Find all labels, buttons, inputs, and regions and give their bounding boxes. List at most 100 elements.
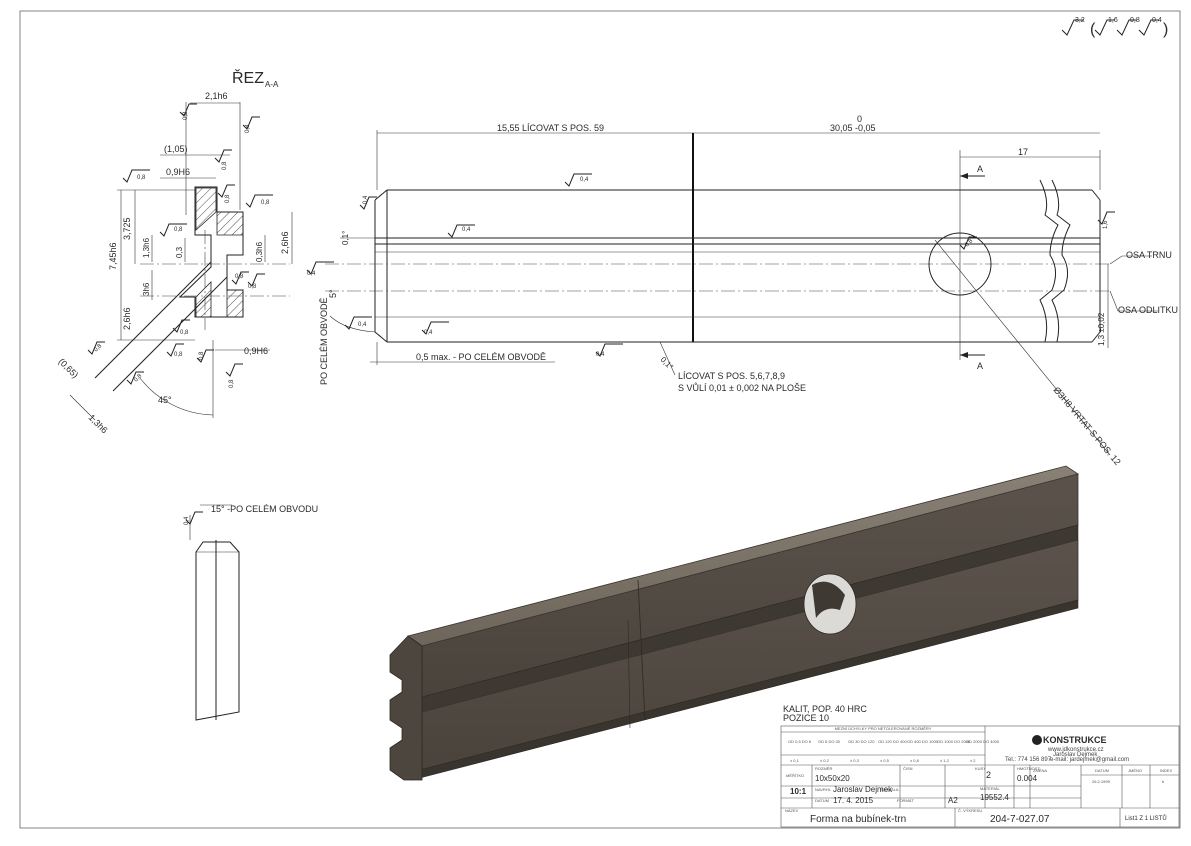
format-value: A2: [948, 796, 958, 805]
svg-text:0,8: 0,8: [180, 330, 189, 336]
svg-text:MATERIÁL: MATERIÁL: [980, 786, 1000, 791]
svg-text:HMOTNOST: HMOTNOST: [1017, 766, 1040, 771]
svg-text:FORMÁT: FORMÁT: [897, 798, 914, 803]
svg-text:± 0,8: ± 0,8: [910, 758, 920, 763]
svg-text:1,6: 1,6: [1103, 220, 1109, 229]
svg-text:0,8: 0,8: [222, 161, 228, 170]
svg-text:ROZMĚR: ROZMĚR: [815, 766, 832, 771]
svg-text:OD 2000 DO 4000: OD 2000 DO 4000: [966, 739, 1000, 744]
svg-text:2,6h6: 2,6h6: [280, 231, 290, 254]
svg-text:± 0,3: ± 0,3: [850, 758, 860, 763]
svg-text:0,4: 0,4: [363, 195, 369, 204]
scale-value: 10:1: [790, 787, 807, 796]
svg-text:b: b: [1162, 779, 1165, 784]
svg-text:e-mail: jardejmek@gmail.com: e-mail: jardejmek@gmail.com: [1050, 757, 1129, 763]
dim-right-label: 30,05 -0,05: [830, 123, 876, 133]
svg-text:± 0,1: ± 0,1: [790, 758, 800, 763]
svg-text:0,4: 0,4: [184, 516, 190, 525]
svg-text:OD 0,5 DO 6: OD 0,5 DO 6: [788, 739, 812, 744]
svg-text:0,8: 0,8: [174, 227, 183, 233]
svg-text:ČISN: ČISN: [903, 766, 913, 771]
sheet-count: List1 Z 1 LISTŮ: [1125, 815, 1167, 822]
svg-text:NÁZEV: NÁZEV: [785, 808, 799, 813]
section-title: ŘEZ: [232, 68, 264, 87]
svg-text:0,8: 0,8: [248, 284, 257, 290]
detail-label: 15° -PO CELÉM OBVODU: [211, 504, 318, 514]
hole-callout: Ø3H8 VRTAT S POS. 12: [1051, 385, 1122, 467]
svg-text:0,8: 0,8: [174, 352, 183, 358]
svg-text:± 0,2: ± 0,2: [820, 758, 830, 763]
svg-text:0,8: 0,8: [133, 373, 144, 384]
svg-text:KUSY: KUSY: [975, 766, 986, 771]
chamfer-label: 0,5 max. - PO CELÉM OBVODĚ: [416, 352, 546, 362]
osa-odlitku-label: OSA ODLITKU: [1118, 305, 1178, 315]
svg-text:0,9H6: 0,9H6: [244, 346, 268, 356]
svg-text:26.2.1995: 26.2.1995: [1092, 779, 1111, 784]
svg-text:Jaroslav Dejmek: Jaroslav Dejmek: [1053, 752, 1098, 758]
svg-text:OD 120 DO 400: OD 120 DO 400: [878, 739, 907, 744]
weight-value: 0.004: [1017, 774, 1038, 783]
svg-text:OD 400 DO 1000: OD 400 DO 1000: [907, 739, 939, 744]
note-hardening: KALIT, POP. 40 HRC: [783, 704, 867, 714]
title-block: MEZNÍ ÚCHYLKY PRO NETOLEROVANÉ ROZMĚRY O…: [780, 725, 1180, 828]
svg-text:DATUM: DATUM: [1095, 768, 1109, 773]
svg-text:INDEX: INDEX: [1160, 768, 1173, 773]
pieces-value: 2: [986, 770, 991, 780]
svg-text:JMÉNO: JMÉNO: [1128, 768, 1142, 773]
date-value: 17. 4. 2015: [833, 796, 874, 805]
svg-text:2,6h6: 2,6h6: [122, 307, 132, 330]
svg-text:1,3 ±0,02: 1,3 ±0,02: [1097, 312, 1106, 346]
svg-text:0,8: 0,8: [199, 351, 205, 360]
svg-text:0,4: 0,4: [1152, 17, 1162, 24]
svg-text:0,4: 0,4: [462, 227, 471, 233]
section-a-a: ŘEZ A-A 2,1h6 (1,05) 0,9H6 7,45h6 3,725 …: [57, 68, 293, 435]
svg-text:± 1,2: ± 1,2: [940, 758, 950, 763]
svg-text:(: (: [1090, 21, 1096, 38]
svg-text:0,3h6: 0,3h6: [255, 241, 264, 262]
material-value: 19552.4: [980, 793, 1009, 802]
svg-text:45°: 45°: [158, 395, 172, 405]
svg-text:0,8: 0,8: [964, 238, 975, 249]
svg-text:www.jdkonstrukce.cz: www.jdkonstrukce.cz: [1047, 747, 1104, 753]
size-value: 10x50x20: [815, 774, 850, 783]
section-suffix: A-A: [265, 80, 279, 89]
svg-text:0,8: 0,8: [225, 194, 231, 203]
svg-text:Č. VÝKRESU: Č. VÝKRESU: [958, 808, 982, 813]
svg-text:ZMĚNA: ZMĚNA: [1033, 768, 1047, 773]
svg-text:OD 6 DO 30: OD 6 DO 30: [818, 739, 841, 744]
licovat-line-2: S VŮLÍ 0,01 ± 0,002 NA PLOŠE: [678, 382, 806, 393]
sheet-border: [19, 10, 1181, 829]
section-mark-top: A: [977, 164, 983, 174]
svg-text:SCHVÁLIL: SCHVÁLIL: [880, 787, 900, 792]
po-celem-obvode-vertical: PO CELÉM OBVODĚ: [319, 297, 329, 385]
svg-text:0,8: 0,8: [229, 379, 235, 388]
svg-text:0,4: 0,4: [424, 330, 433, 336]
svg-text:1,6: 1,6: [1108, 17, 1118, 24]
svg-text:± 2: ± 2: [970, 758, 976, 763]
main-view: 15,55 LÍCOVAT S POS. 59 0 30,05 -0,05 17…: [306, 114, 1178, 467]
svg-text:0,8: 0,8: [183, 111, 189, 120]
svg-text:0,4: 0,4: [358, 322, 367, 328]
svg-text:5°: 5°: [328, 289, 338, 298]
svg-text:): ): [1163, 21, 1168, 38]
svg-text:NAVRHL: NAVRHL: [815, 787, 832, 792]
svg-text:0,8: 0,8: [245, 124, 251, 133]
tolerance-ranges: OD 0,5 DO 6 OD 6 DO 30 OD 30 DO 120 OD 1…: [788, 739, 1000, 763]
svg-text:(1,05): (1,05): [164, 144, 188, 154]
svg-text:0,9H6: 0,9H6: [166, 167, 190, 177]
svg-text:3,2: 3,2: [1075, 17, 1085, 24]
svg-text:0,8: 0,8: [1130, 17, 1140, 24]
isometric-view: [389, 465, 1079, 781]
drawing-name: Forma na bubínek-trn: [810, 814, 906, 825]
svg-text:OD 30 DO 120: OD 30 DO 120: [848, 739, 875, 744]
svg-text:0,8: 0,8: [235, 274, 244, 280]
svg-text:0,8: 0,8: [93, 343, 104, 354]
svg-text:MEZNÍ ÚCHYLKY PRO NETOLEROVANÉ: MEZNÍ ÚCHYLKY PRO NETOLEROVANÉ ROZMĚRY: [835, 726, 932, 731]
svg-text:1,3h6: 1,3h6: [87, 412, 110, 435]
section-roughness-marks: 0,8 0,8 0,8 0,8 0,8 0,8 0,8 0,8 0,8 0,8 …: [87, 103, 273, 388]
svg-text:Tel.: 774 156 897: Tel.: 774 156 897: [1005, 757, 1052, 763]
svg-text:0,3: 0,3: [175, 246, 184, 258]
svg-text:± 0,5: ± 0,5: [880, 758, 890, 763]
svg-text:0,8: 0,8: [137, 175, 146, 181]
